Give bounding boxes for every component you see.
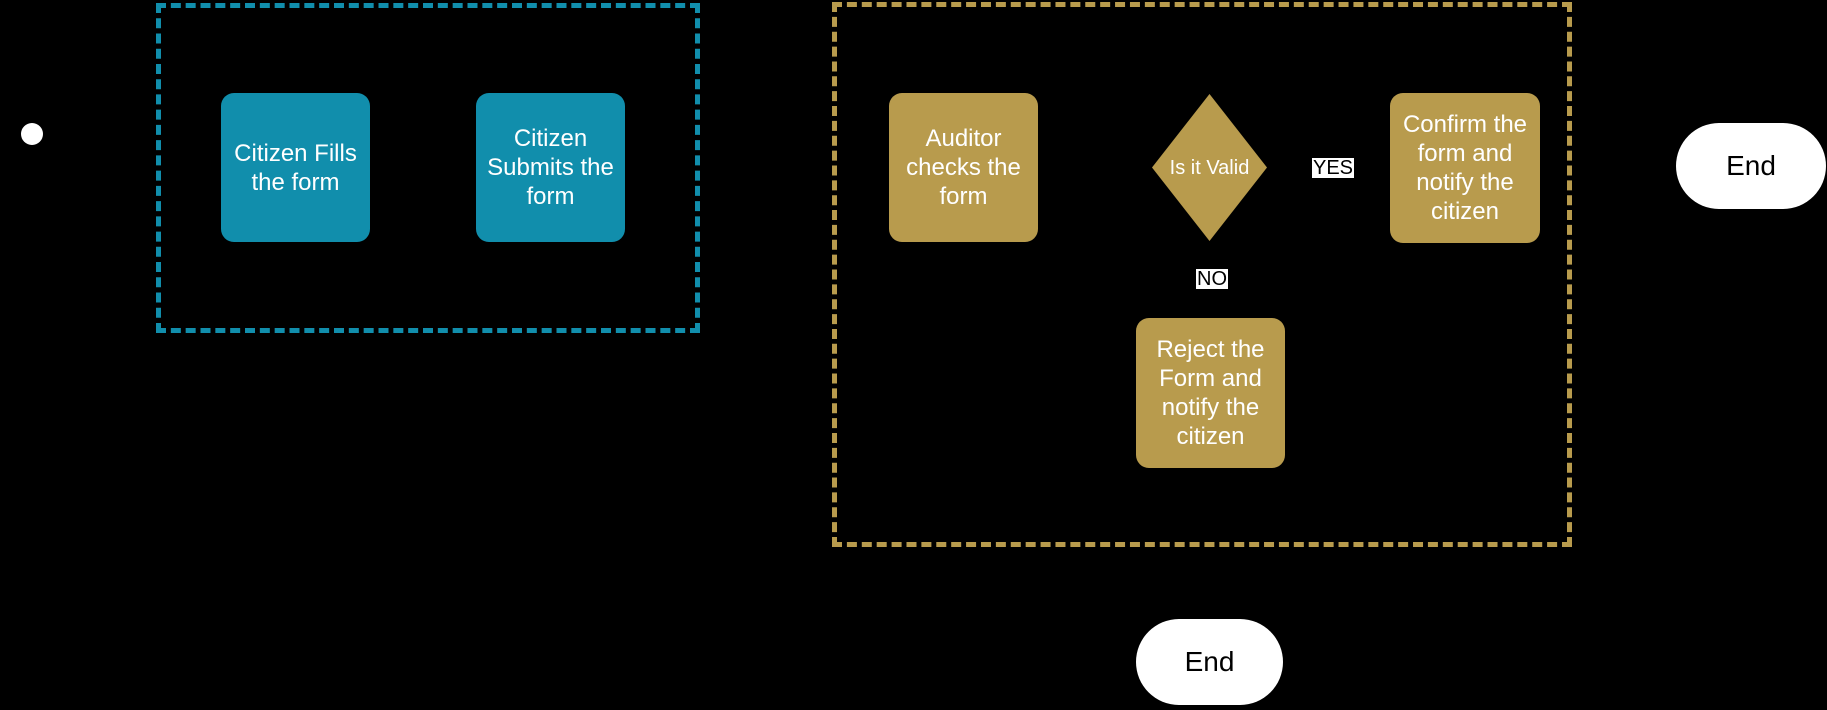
node-citizen-submits-form: Citizen Submits the form [476,93,625,242]
node-confirm-form-notify-citizen: Confirm the form and notify the citizen [1390,93,1540,243]
edge-label-no: NO [1196,268,1228,290]
node-citizen-fills-form: Citizen Fills the form [221,93,370,242]
end-node-bottom: End [1136,619,1283,705]
node-reject-form-notify-citizen: Reject the Form and notify the citizen [1136,318,1285,468]
citizen-lane-boundary [156,3,700,333]
auditor-lane-boundary [832,2,1572,547]
start-node-circle [21,123,43,145]
edge-label-yes: YES [1312,157,1355,179]
node-auditor-checks-form: Auditor checks the form [889,93,1038,242]
end-node-right: End [1676,123,1826,209]
